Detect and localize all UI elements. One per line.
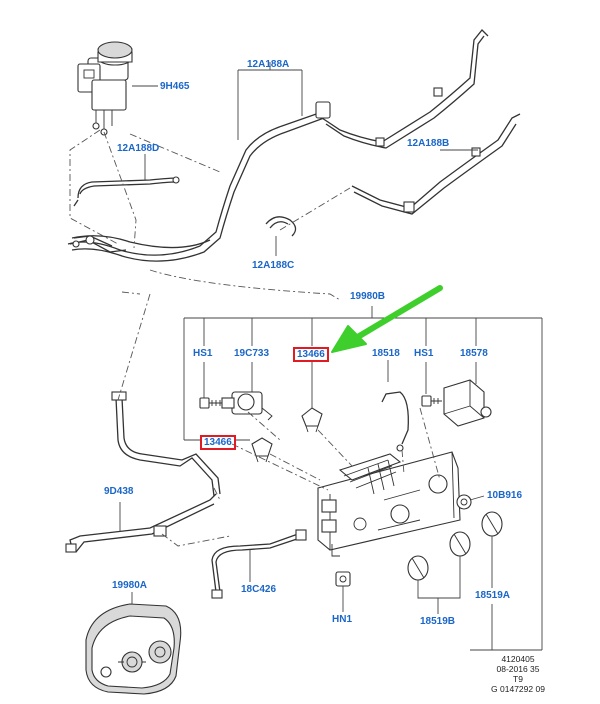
callout-18519A[interactable]: 18519A [475,590,511,601]
hose-12A188C [265,216,297,237]
reference-line-3: T9 [513,674,523,684]
hose-connector-cluster [69,235,127,253]
hose-9D438 [65,391,221,553]
control-panel-body [317,451,461,557]
callout-19980A[interactable]: 19980A [112,580,148,591]
callout-12A188A[interactable]: 12A188A [247,59,290,70]
bulb-13466-top [301,318,323,433]
screw-HS1-left [199,318,222,409]
callout-13466-top[interactable]: 13466 [293,347,329,362]
callout-19C733[interactable]: 19C733 [234,348,270,359]
reference-line-1: 4120405 [501,654,535,664]
heater-control-panel-19980A [85,592,182,695]
hose-12A188B [351,113,521,209]
callout-18C426[interactable]: 18C426 [241,584,277,595]
callout-19980B[interactable]: 19980B [350,291,386,302]
callout-10B916[interactable]: 10B916 [487,490,523,501]
reference-line-2: 08-2016 35 [496,664,540,674]
screw-HS1-right [421,318,442,407]
callout-18518[interactable]: 18518 [372,348,400,359]
bulb-13466-left [184,437,273,463]
highlight-pointer-arrow [331,285,443,353]
knob-10B916 [456,494,485,510]
callout-18578[interactable]: 18578 [460,348,488,359]
nut-HN1 [335,571,351,612]
leader-19980B [183,317,543,651]
callout-HS1-left[interactable]: HS1 [193,348,213,359]
callout-13466-left[interactable]: 13466 [200,435,236,450]
callout-18519B[interactable]: 18519B [420,616,456,627]
callout-9H465[interactable]: 9H465 [160,81,190,92]
hose-12A188A [67,111,323,256]
cable-18C426 [211,529,307,599]
hose-12A188D [73,177,179,207]
blower-switch-18578 [443,318,492,427]
callout-12A188C[interactable]: 12A188C [252,260,295,271]
callout-HN1[interactable]: HN1 [332,614,353,625]
knob-18519A [481,511,503,650]
callout-12A188D[interactable]: 12A188D [117,143,160,154]
callout-12A188B[interactable]: 12A188B [407,138,450,149]
reference-block: 4120405 08-2016 35 T9 G 0147292 09 [470,654,566,694]
vacuum-solenoid-9H465 [77,41,133,136]
callout-9D438[interactable]: 9D438 [104,486,134,497]
actuator-19C733 [221,318,273,421]
callout-HS1-right[interactable]: HS1 [414,348,434,359]
reference-line-4: G 0147292 09 [491,684,545,694]
knob-18519B [407,531,471,614]
cable-18518 [381,360,409,452]
